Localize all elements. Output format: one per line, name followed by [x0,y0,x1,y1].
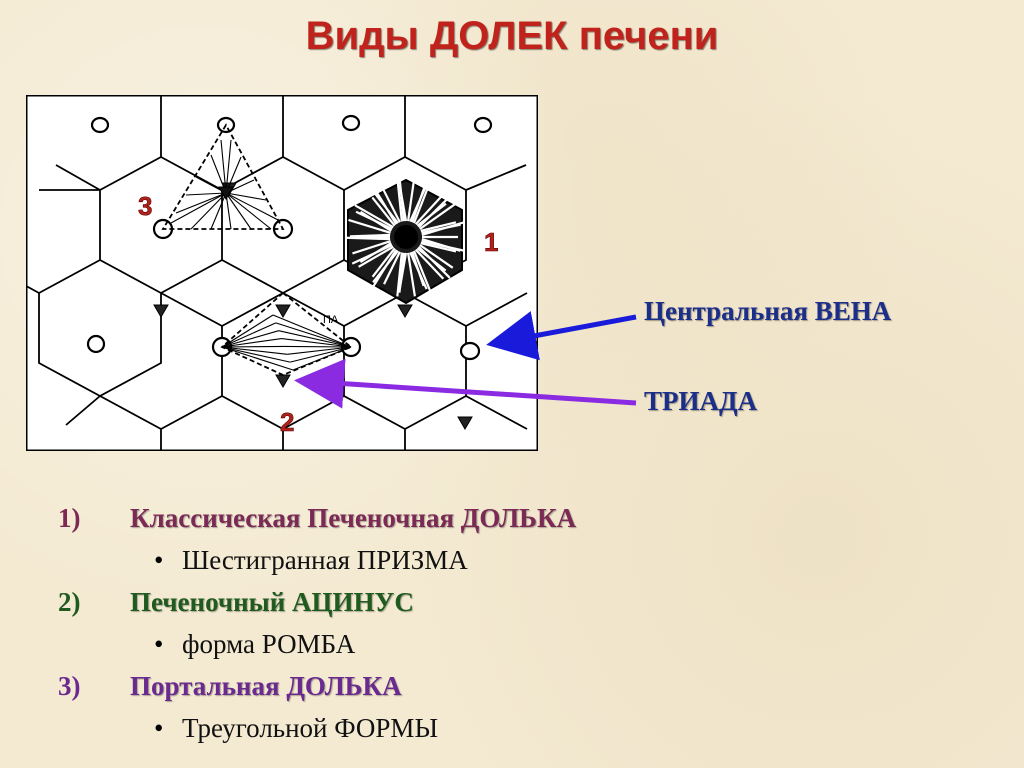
central-vein-arrow [486,311,637,361]
hepatic-acinus [220,291,353,376]
item-number: 2) [58,587,81,617]
central-vein-icon [86,334,106,354]
portal-lobule [161,123,285,230]
label-1: 1 [484,227,498,257]
bullet-icon: • [154,545,164,575]
subitem-text: форма РОМБА [182,629,356,659]
label-3: 3 [138,191,152,221]
triad-arrow [294,358,637,409]
bullet-icon: • [154,713,164,743]
item-label: Печеночный АЦИНУС [130,587,414,617]
central-vein-label: Центральная ВЕНА [644,296,892,326]
label-2: 2 [280,407,294,437]
central-veins [86,114,493,361]
triad-label: ТРИАДА [644,386,758,416]
triad-icon [153,304,169,318]
slide-title: Виды ДОЛЕК печени [305,14,719,58]
item-label: Портальная ДОЛЬКА [130,671,402,701]
item-number: 1) [58,503,81,533]
central-vein-icon [473,116,493,134]
triad-icon [397,304,413,318]
central-vein-icon [459,341,481,361]
bullet-icon: • [154,629,164,659]
pa-label: ПА [323,314,339,326]
triad-icon [275,304,291,318]
item-label: Классическая Печеночная ДОЛЬКА [130,503,577,533]
classic-lobule [345,177,465,305]
triad-icon [457,416,473,430]
subitem-text: Шестигранная ПРИЗМА [182,545,468,575]
item-number: 3) [58,671,81,701]
central-vein-icon [90,116,110,134]
subitem-text: Треугольной ФОРМЫ [182,713,438,743]
central-vein-icon [341,114,361,132]
